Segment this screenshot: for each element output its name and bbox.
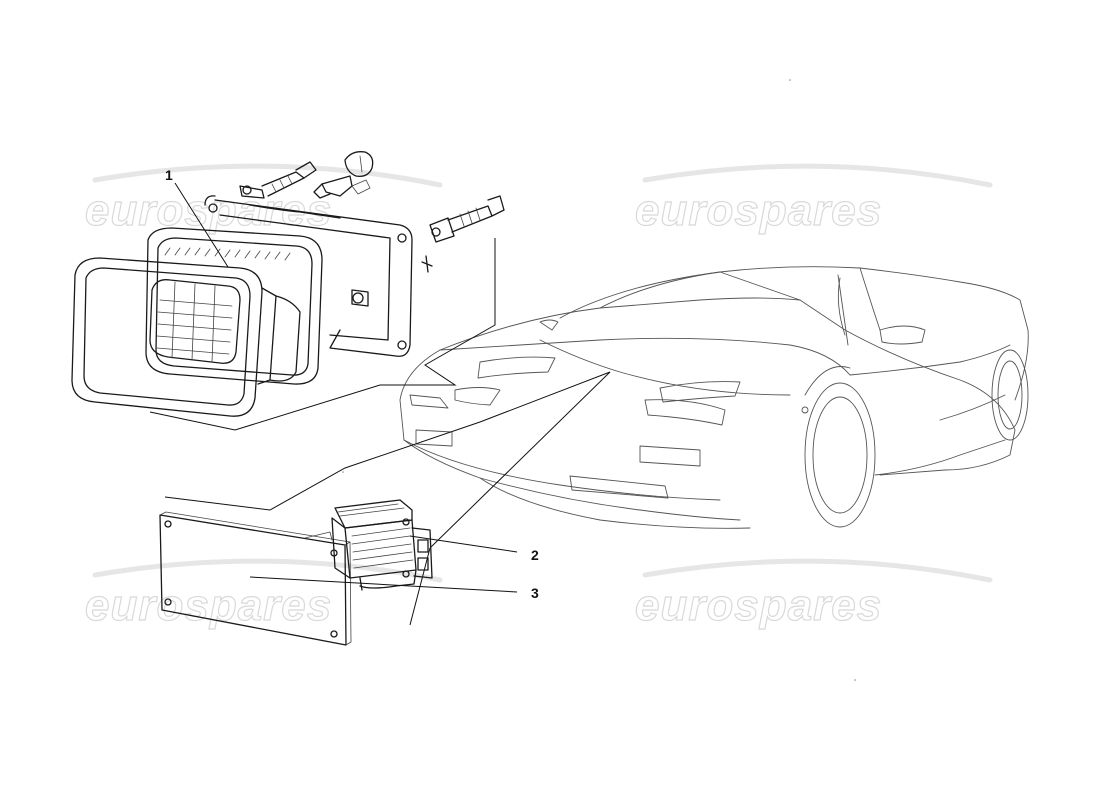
- watermark-text: eurospares: [85, 581, 332, 630]
- leader-line-3: [249, 576, 518, 593]
- callout-number-2: 2: [531, 547, 539, 563]
- speck: [789, 79, 791, 81]
- detail-pointer-lines: [149, 238, 611, 626]
- watermark-text: eurospares: [635, 581, 882, 630]
- watermark-bottom-left: eurospares: [84, 558, 443, 631]
- watermark-top-left: eurospares: [84, 163, 443, 236]
- watermark-text: eurospares: [635, 186, 882, 235]
- headlight-assembly: [71, 151, 505, 417]
- callout-number-3: 3: [531, 585, 539, 601]
- relay-control-unit: [159, 499, 433, 646]
- watermark-bottom-right: eurospares: [634, 558, 993, 631]
- speck: [342, 471, 344, 473]
- watermark-top-right: eurospares: [634, 163, 993, 236]
- car-illustration: [399, 266, 1029, 529]
- leader-line-1: [174, 182, 229, 268]
- callout-leaders: [174, 182, 518, 593]
- speck: [854, 679, 856, 681]
- callout-number-1: 1: [165, 167, 173, 183]
- leader-line-2: [409, 535, 518, 553]
